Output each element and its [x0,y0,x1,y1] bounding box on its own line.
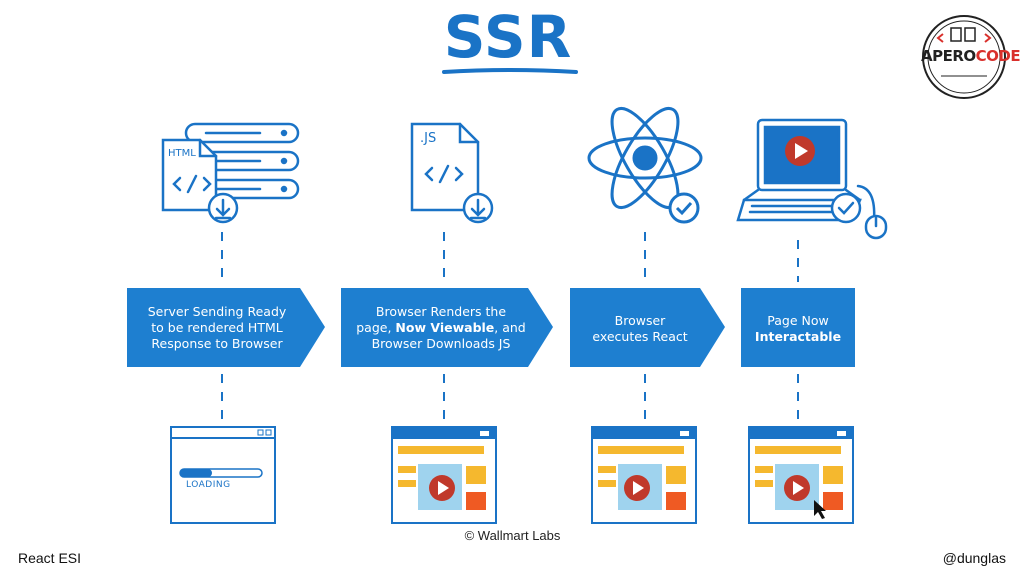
step-4-text: Page Now Interactable [754,313,842,344]
step-1-text: Server Sending Ready to be rendered HTML… [147,304,287,351]
play-icon [785,136,815,166]
title-underline [442,68,578,74]
server-html-icon [161,122,300,224]
react-atom-icon [587,106,703,224]
rendered-screen-4 [748,426,854,524]
step-3-text: Browser executes React [592,313,688,344]
aperocode-logo [922,15,1006,99]
connectors-top [221,232,799,282]
step-3-arrow [570,288,725,367]
js-label: .JS [420,131,436,146]
connectors-bottom [221,374,799,420]
footer-right: @dunglas [942,550,1006,566]
step-2-arrow [341,288,553,367]
rendered-screen-2 [391,426,497,524]
step-4-box [741,288,855,367]
cursor-icon [814,500,826,519]
page-title: SSR [443,3,573,71]
logo-text: APEROCODE [921,47,1021,65]
step-2-text: Browser Renders the page, Now Viewable, … [356,304,526,351]
screen-play-icon [429,475,810,501]
credit-text: © Wallmart Labs [464,528,561,543]
html-label: HTML [168,148,196,159]
loading-screen [170,426,276,524]
loading-label: LOADING [186,480,231,490]
footer-left: React ESI [18,550,82,566]
step-1-arrow [127,288,325,367]
js-file-icon [410,122,494,224]
